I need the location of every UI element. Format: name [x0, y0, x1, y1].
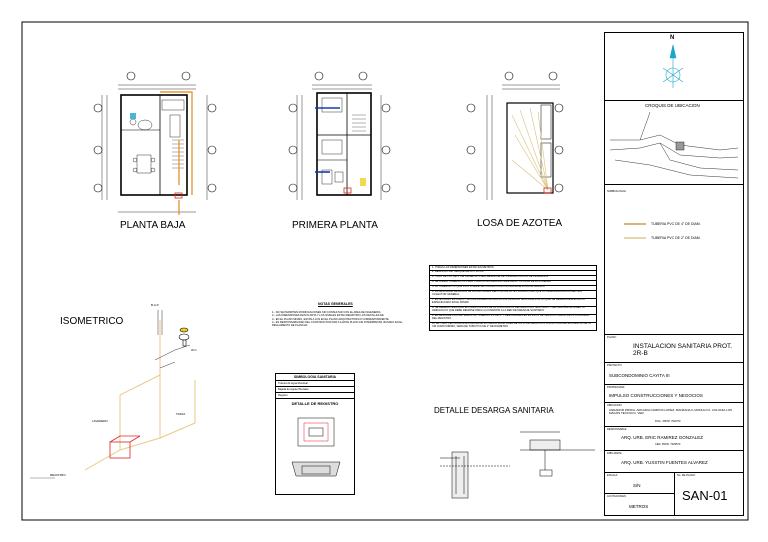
note-row: 9. EL DESAGUE PLUVIAL SERA POR TUBERIA P… [430, 314, 596, 323]
plano-label: PLANO: [607, 336, 617, 339]
legend-item-2in: TUBERIA PVC DE 2" DE DIAM. [651, 236, 701, 240]
tb-acot-cell: ACOTACIONES: METROS [605, 494, 675, 515]
general-note: 4.- ES RESPONSABILIDAD DEL CONSTRUCTOR D… [272, 321, 403, 328]
simbologia-label: SIMBOLOGIA [607, 189, 626, 193]
escala-value: S/N [633, 483, 641, 488]
acot-value: METROS [629, 504, 649, 509]
primera-planta-title: PRIMERA PLANTA [292, 220, 378, 231]
dibujo-value: ARQ. URB. YUXSTIN FUENTES ALVAREZ [621, 460, 708, 465]
general-note: 2.- LAS DIMENSIONES DEN PLANTA Y LOS NIV… [272, 314, 384, 318]
dibujo-label: DIBUJANTE: [607, 452, 623, 455]
tb-propietario-cell: PROPIETARIA: IMPULSO CONSTRUCCIONES Y NE… [605, 385, 743, 403]
simbologia-sanitaria-title: SIMBOLOGIA SANITARIA [276, 374, 354, 381]
acot-label: ACOTACIONES: [607, 495, 627, 498]
note-row: 3. TUBO DE PVC DE 4" DE DIAMETRO PARA DE… [430, 275, 596, 281]
escala-label: ESCALA: [607, 474, 618, 477]
note-row: 6. LA DESCARGA DE AGUAS SE INCORPORARA D… [430, 290, 596, 299]
proyecto-value: SUBCONDOMINIO CAYITA III [609, 373, 670, 378]
ubicacion-label: UBICACION: [607, 404, 623, 407]
legend-item-4in: TUBERIA PVC DE 4" DE DIAM. [651, 222, 701, 226]
detalle-registro-title: DETALLE DE REGISTRO [291, 401, 339, 406]
sheet-border [21, 21, 749, 521]
note-row: 4. SE USARA TUBERIA PVC PARA TODA LA INS… [430, 280, 596, 286]
north-label: N [670, 35, 675, 41]
isometrico-title: ISOMETRICO [60, 316, 124, 327]
tb-simbologia-cell: SIMBOLOGIA TUBERIA PVC DE 4" DE DIAM. TU… [605, 185, 743, 335]
note-row: 1. TODAS LAS DIMENSIONES ESTAN EN METROS [430, 266, 596, 271]
tb-proyecto-cell: PROYECTO: SUBCONDOMINIO CAYITA III [605, 363, 743, 385]
losa-azotea-drawing [466, 71, 564, 200]
planta-baja-title: PLANTA BAJA [120, 220, 186, 231]
title-block: N CROQUIS DE UBICACION SIMBOLOGIA TUBERI… [604, 32, 744, 516]
propietario-value: IMPULSO CONSTRUCCIONES Y NEGOCIOS [609, 393, 703, 398]
tb-ubicacion-cell: UBICACION: ANDADOR PROFA. ARCADIA CAMPOS… [605, 403, 743, 427]
tb-escala-cell: ESCALA: S/N [605, 473, 675, 494]
simbologia-sanitaria-box: SIMBOLOGIA SANITARIA Tuberia de Agua Res… [275, 373, 355, 495]
clave-label: No. DE PLANO: [677, 474, 696, 477]
tb-clave-cell: No. DE PLANO: SAN-01 [675, 473, 743, 515]
ubicacion-value: ANDADOR PROFA. ARCADIA CAMPOS LOPEZ, MAN… [609, 408, 733, 416]
note-row: 8. SE DEBERA VERIFICAR EN CAMPO ANTES DE… [430, 306, 596, 315]
north-arrow [662, 44, 684, 88]
iso-label-bap: B.A.P. [151, 303, 160, 307]
notas-generales-title: NOTAS GENERALES [318, 302, 353, 306]
tb-responsable-cell: RESPONSABLE: ARQ. URB. ERIC RAMIREZ GONZ… [605, 427, 743, 451]
simbologia-row: Bajada de Aguas Pluviales [276, 387, 354, 393]
iso-label-lavadero: LAVADERO [92, 419, 108, 423]
iso-label-wc: W.C. [191, 348, 198, 352]
ubicacion-sub: DUA.. PROP. 792/070 [655, 420, 681, 423]
croquis-map [609, 111, 739, 179]
iso-label-tarja: TARJA [176, 412, 186, 416]
responsable-sub: CED. PROF. 7029570 [655, 443, 681, 446]
general-note: 3.- EN EL PLANO MISMO, ESTAN A LOS EN EL… [272, 317, 389, 321]
iso-label-registro: REGISTRO [50, 473, 66, 477]
tb-bottom-row: ESCALA: S/N ACOTACIONES: METROS No. DE P… [605, 473, 743, 515]
proyecto-label: PROYECTO: [607, 364, 623, 367]
responsable-label: RESPONSABLE: [607, 428, 628, 431]
losa-azotea-title: LOSA DE AZOTEA [477, 218, 563, 229]
specification-notes-table: 1. TODAS LAS DIMENSIONES ESTAN EN METROS… [429, 265, 597, 331]
tb-croquis-cell: CROQUIS DE UBICACION [605, 101, 743, 185]
detalle-desarga-title: DETALLE DESARGA SANITARIA [434, 406, 554, 415]
tb-dibujante-cell: DIBUJANTE: ARQ. URB. YUXSTIN FUENTES ALV… [605, 451, 743, 473]
clave-value: SAN-01 [682, 488, 728, 503]
plano-value: INSTALACION SANITARIA PROT. 2R-B [633, 343, 733, 358]
detalle-desarga-drawing [440, 431, 595, 499]
tb-plano-cell: PLANO: INSTALACION SANITARIA PROT. 2R-B [605, 335, 743, 363]
note-row: 7. ESTE PLANO ES UNICO Y EXCLUSIVAMENTE … [430, 298, 596, 307]
primera-planta-drawing [288, 71, 391, 200]
planta-baja-drawing [93, 71, 217, 215]
note-row: 10. EL TUBO VENTILADOR ESTARA EN EL EXTE… [432, 322, 591, 329]
note-row: 2. REGISTRO DE TABIQUE DE 60 X 40 CM [430, 270, 596, 276]
croquis-label: CROQUIS DE UBICACION [645, 103, 700, 108]
detalle-registro-drawing [291, 417, 341, 477]
responsable-value: ARQ. URB. ERIC RAMIREZ GONZALEZ [621, 435, 704, 440]
note-row: 5. LA TUBERIA PVC QUE VAYA VISIBLE SE PI… [430, 285, 596, 291]
simbologia-row: Tuberia de Agua Residual [276, 381, 354, 387]
general-note: 1.- NO SE PERMITEN MODIFICACIONES SIN CO… [272, 311, 381, 314]
propietario-label: PROPIETARIA: [607, 386, 625, 389]
isometrico-drawing [30, 310, 196, 479]
simbologia-row: Registro [276, 393, 354, 399]
tb-north-cell: N [605, 33, 743, 101]
notas-generales-list: 1.- NO SE PERMITEN MODIFICACIONES SIN CO… [272, 311, 410, 328]
